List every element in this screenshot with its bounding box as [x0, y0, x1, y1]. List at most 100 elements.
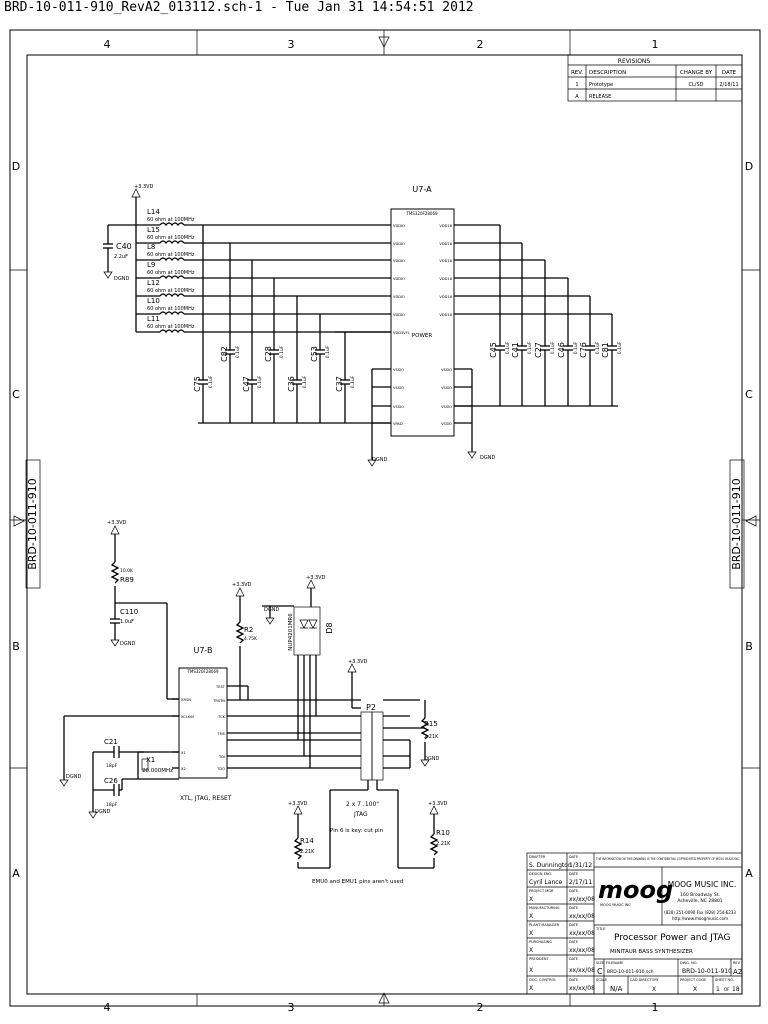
rail-label-r10: +3.3VD	[428, 801, 448, 807]
zone-col-4-bottom: 4	[104, 1001, 111, 1014]
p2-sub: JTAG	[353, 811, 368, 818]
p2-label: 2 x 7 .100"	[346, 801, 379, 808]
zone-row-b-left: B	[12, 640, 20, 653]
tb-purch-label: PURCHASING	[529, 940, 552, 944]
r2-value: 4.75K	[244, 636, 258, 642]
moog-logo: moog	[598, 876, 673, 904]
u7b-pin-right-1: TRSTN	[212, 699, 225, 703]
rev-row1-change: CL/SD	[689, 82, 704, 88]
cap-c46-ref: C46	[557, 342, 566, 358]
u7a-pin-left-5: VDDIO	[393, 313, 405, 317]
ferrite-l8-ref: L8	[147, 243, 155, 251]
rail-label-top: +3.3VD	[134, 184, 154, 190]
cap-c47-value: 0.1uF	[257, 375, 263, 388]
c110-ref: C110	[120, 608, 138, 616]
tb-pres-date: xx/xx/08	[569, 967, 595, 974]
tb-notice: THE INFORMATION ON THIS DRAWING IS THE C…	[595, 857, 740, 861]
tb-mfg-date: xx/xx/08	[569, 913, 595, 920]
cap-c82-ref: C82	[220, 346, 229, 362]
zone-row-a-left: A	[12, 867, 20, 880]
c110-value: 1.0uF	[120, 619, 134, 625]
tb-code-label: PROJECT CODE	[680, 978, 706, 982]
p2-header	[360, 711, 373, 781]
u7a-pin-left-6: VDD3VFL	[393, 331, 410, 335]
r10-value: 2.21K	[436, 841, 451, 847]
tb-pm-label: PROJECT MGR	[529, 889, 554, 893]
u7b-section: +3.3VD 10.0K R89 C110 1.0uF DGND U7-B TM…	[59, 520, 451, 885]
tb-scale-label: SCALE	[596, 978, 607, 982]
zone-col-2-top: 2	[477, 38, 484, 51]
rev-col-date: DATE	[722, 70, 737, 76]
ferrite-l15	[159, 240, 185, 245]
cap-c36-ref: C36	[287, 376, 296, 392]
u7a-pin-right-3: VDD18	[439, 277, 452, 281]
cap-c46-value: 0.1uF	[573, 341, 579, 354]
r89-resistor	[110, 561, 120, 584]
u7a-gnd-left-label: DGND	[372, 457, 387, 463]
u7a-gnd-right-2: VSSIO	[441, 405, 452, 409]
cap-c45-ref: C45	[489, 342, 498, 358]
d8-ref: D8	[325, 622, 334, 633]
x1-value: 20.000MHz	[142, 768, 173, 774]
tb-design: Cyril Lance	[529, 879, 563, 886]
c21-value: 18pF	[106, 763, 118, 769]
d8-chip	[293, 606, 321, 656]
side-board-label-right: BRD-10-011-910	[730, 478, 743, 570]
rev-row2-desc: RELEASE	[589, 94, 611, 100]
title-block: DRAFTER S. Dunnington DATE 1/31/12 DESIG…	[526, 852, 743, 995]
tb-doc-date: xx/xx/08	[569, 985, 595, 992]
zone-col-1-top: 1	[652, 38, 659, 51]
ferrite-l9	[159, 275, 185, 280]
u7a-pin-right-4: VDD18	[439, 295, 452, 299]
u7a-title: U7-A	[412, 185, 432, 194]
tb-rev: A2	[733, 968, 742, 976]
cap-c45-value: 0.1uF	[505, 341, 511, 354]
x1-crystal	[141, 758, 149, 771]
tb-purch: X	[529, 947, 533, 954]
u7a-pin-right-5: VDD18	[439, 313, 452, 317]
zone-col-1-bottom: 1	[652, 1001, 659, 1014]
u7b-pin-left-2: X1	[181, 751, 186, 755]
cap-c37-value: 0.1uF	[350, 375, 356, 388]
u7b-pin-right-3: TMS	[216, 732, 225, 736]
ferrite-l14-value: 60 ohm at 100MHz	[147, 217, 195, 223]
ferrite-l12	[159, 293, 185, 298]
tb-sheet-label: SHEET NO.	[715, 978, 734, 982]
zone-row-b-right: B	[745, 640, 753, 653]
tb-title-label: TITLE	[595, 927, 605, 931]
tb-pm-date: xx/xx/08	[569, 896, 595, 903]
ferrite-l11-ref: L11	[147, 315, 160, 323]
r15-value: 2.21K	[424, 734, 439, 740]
ferrite-l10	[159, 311, 185, 316]
tb-pres: X	[529, 967, 533, 974]
cap-c76-value: 0.1uF	[595, 341, 601, 354]
tb-size-label: SIZE	[596, 961, 604, 965]
c40-gnd-label: DGND	[114, 276, 129, 282]
zone-col-3-bottom: 3	[288, 1001, 295, 1014]
tb-scale: N/A	[610, 985, 623, 993]
tb-addr1: 160 Broadway St.	[680, 892, 720, 898]
rail-label-r2: +3.3VD	[232, 582, 252, 588]
u7a-pin-left-1: VDDIO	[393, 242, 405, 246]
tb-date-label-4: DATE	[569, 906, 578, 910]
u7a-gnd-left-2: VSSIO	[393, 405, 404, 409]
p2-note: Pin 6 is key: cut pin	[330, 828, 384, 834]
x1-ref: X1	[146, 756, 155, 764]
tb-web: http://www.moogmusic.com	[672, 916, 728, 921]
tb-rev-label: REV	[733, 961, 741, 965]
xclk-gnd-label: DGND	[66, 774, 81, 780]
xtal-gnd-label: DGND	[95, 809, 110, 815]
tb-of-label: OF	[724, 987, 730, 992]
tb-size: C	[597, 967, 603, 976]
tb-date-label-6: DATE	[569, 940, 578, 944]
cap-c81-ref: C81	[601, 342, 610, 358]
tb-date-label-2: DATE	[569, 872, 578, 876]
tb-dwg-label: DWG. NO.	[680, 961, 697, 965]
tb-plant-date: xx/xx/08	[569, 930, 595, 937]
rev-col-rev: REV.	[571, 70, 583, 76]
ferrite-l12-value: 60 ohm at 100MHz	[147, 288, 195, 294]
r10-ref: R10	[436, 829, 450, 837]
tb-doc: X	[529, 985, 533, 992]
cap-c41-ref: C41	[511, 342, 520, 358]
